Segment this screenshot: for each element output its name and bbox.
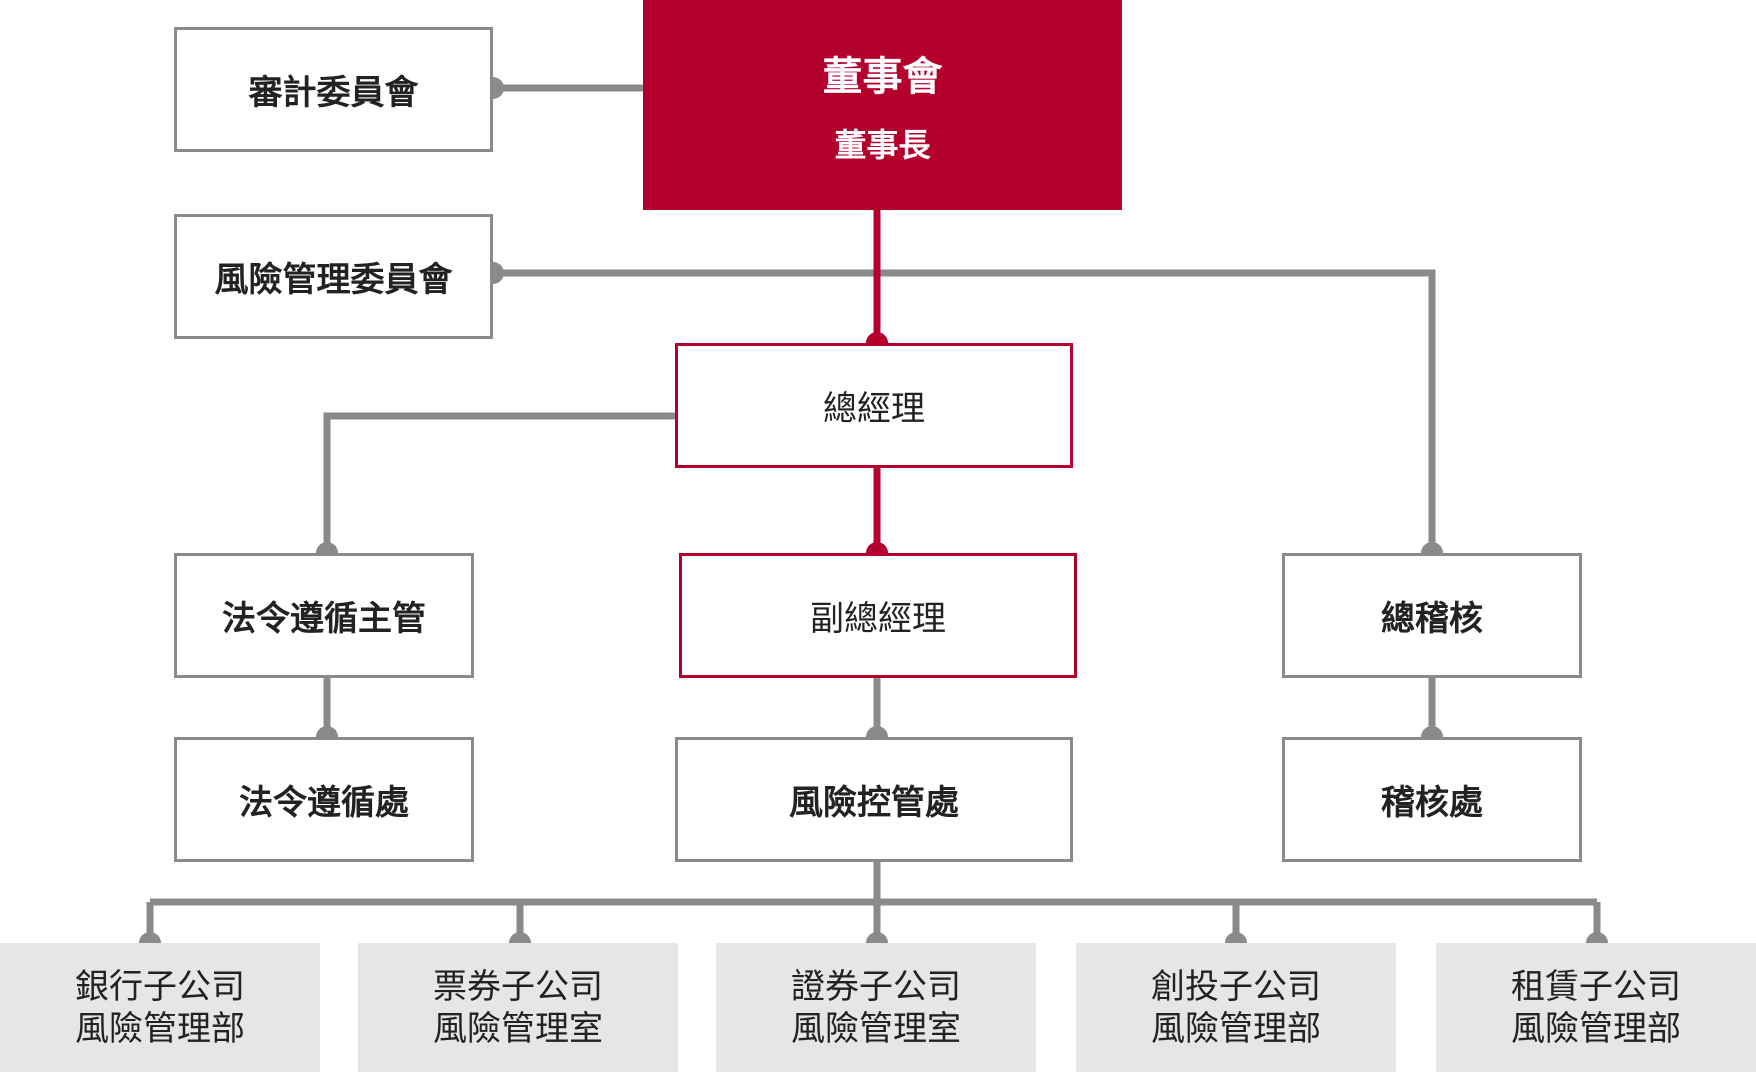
- subsidiary-box-bank: 銀行子公司 風險管理部: [0, 943, 320, 1072]
- board-chairman: 董事長: [834, 126, 931, 164]
- risk-control-dept-box: 風險控管處: [675, 737, 1073, 862]
- board-title: 董事會: [822, 54, 943, 100]
- subsidiary-name: 證券子公司: [791, 966, 961, 1007]
- subsidiary-name: 租賃子公司: [1511, 966, 1681, 1007]
- vice-president-box: 副總經理: [679, 553, 1077, 678]
- risk-committee-box: 風險管理委員會: [174, 214, 493, 339]
- compliance-officer-label: 法令遵循主管: [222, 599, 426, 639]
- compliance-dept-box: 法令遵循處: [174, 737, 474, 862]
- line-risk-committee-to-chief-auditor: [493, 269, 1436, 553]
- subsidiary-box-leasing: 租賃子公司 風險管理部: [1436, 943, 1756, 1072]
- audit-committee-box: 審計委員會: [174, 27, 493, 152]
- subsidiary-dept: 風險管理部: [1511, 1008, 1681, 1049]
- compliance-dept-label: 法令遵循處: [239, 783, 409, 823]
- subsidiary-box-bills: 票券子公司 風險管理室: [358, 943, 678, 1072]
- subsidiary-dept: 風險管理部: [1151, 1008, 1321, 1049]
- risk-control-dept-label: 風險控管處: [789, 783, 959, 823]
- subsidiary-dept: 風險管理室: [433, 1008, 603, 1049]
- subsidiary-dept: 風險管理部: [75, 1008, 245, 1049]
- risk-committee-label: 風險管理委員會: [214, 260, 453, 300]
- subsidiary-name: 創投子公司: [1151, 966, 1321, 1007]
- vice-president-label: 副總經理: [810, 599, 946, 639]
- subsidiary-box-venture: 創投子公司 風險管理部: [1076, 943, 1396, 1072]
- audit-dept-box: 稽核處: [1282, 737, 1582, 862]
- chief-auditor-label: 總稽核: [1381, 599, 1483, 639]
- subsidiary-box-securities: 證券子公司 風險管理室: [716, 943, 1036, 1072]
- subsidiary-dept: 風險管理室: [791, 1008, 961, 1049]
- subsidiary-name: 票券子公司: [433, 966, 603, 1007]
- chief-auditor-box: 總稽核: [1282, 553, 1582, 678]
- line-president-to-compliance: [323, 412, 675, 553]
- audit-dept-label: 稽核處: [1381, 783, 1483, 823]
- president-box: 總經理: [675, 343, 1073, 468]
- board-of-directors-box: 董事會 董事長: [643, 0, 1122, 210]
- audit-committee-label: 審計委員會: [248, 73, 419, 113]
- subsidiary-name: 銀行子公司: [75, 966, 245, 1007]
- compliance-officer-box: 法令遵循主管: [174, 553, 474, 678]
- president-label: 總經理: [823, 389, 925, 429]
